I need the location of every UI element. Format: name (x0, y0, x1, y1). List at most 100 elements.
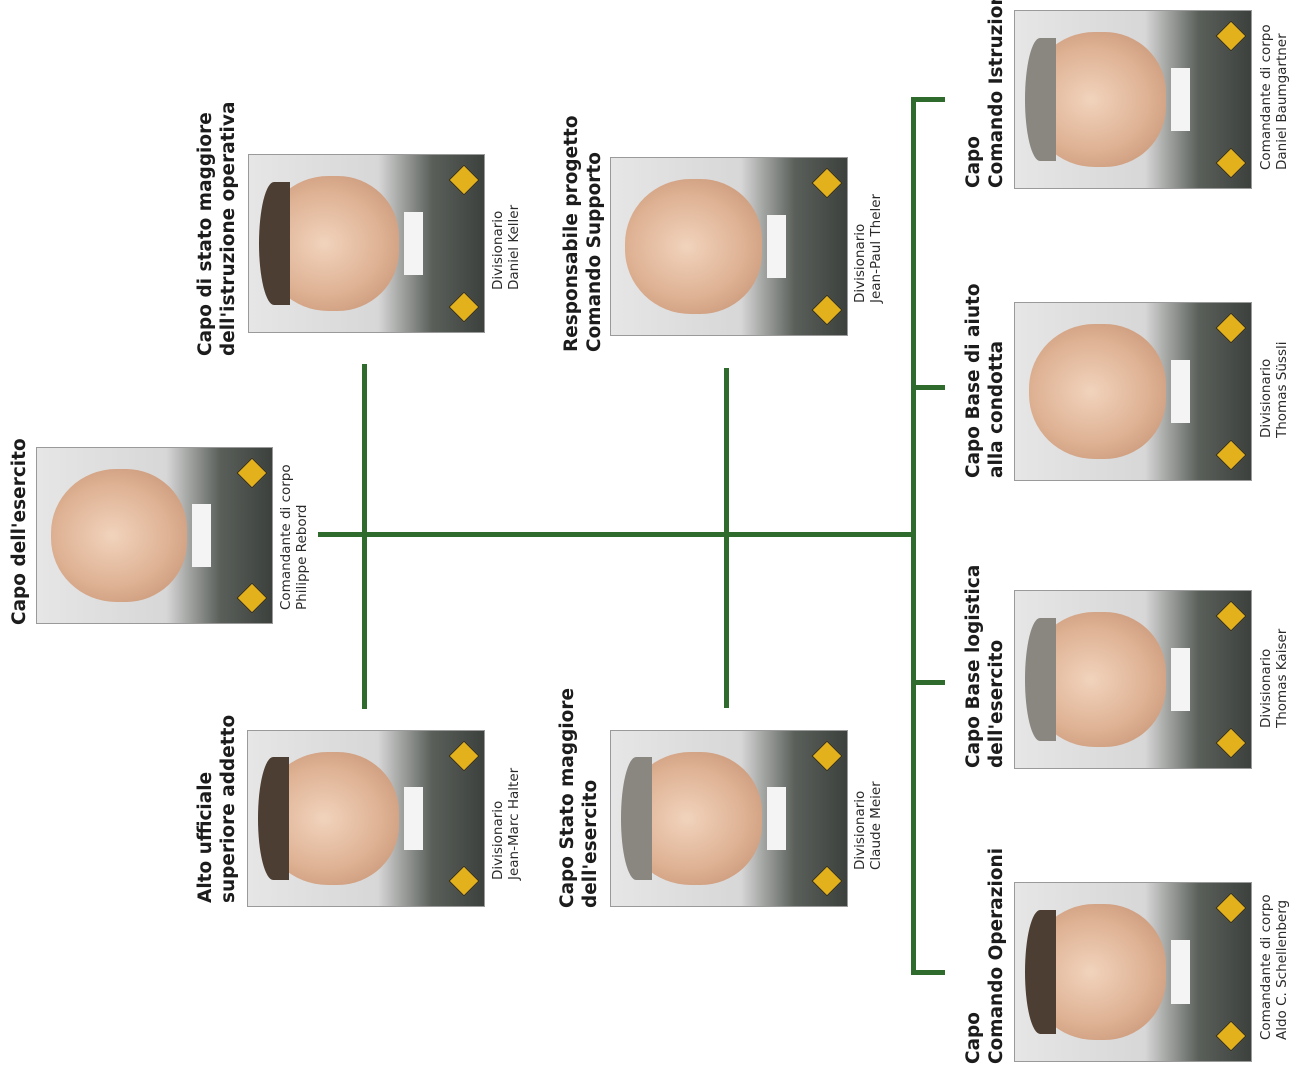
command-2-collar (1170, 359, 1190, 424)
staff-top-2-insignia-icon (811, 294, 843, 326)
command-3-insignia-icon (1215, 727, 1247, 759)
command-branch-1 (911, 97, 945, 102)
staff-bottom-2-rank: Divisionario (852, 790, 868, 870)
command-branch-2 (911, 385, 945, 390)
command-1-rank: Comandante di corpo (1258, 24, 1274, 170)
command-1-collar (1170, 67, 1190, 132)
chief-collar (192, 504, 211, 567)
command-4-role-line: Capo (963, 1011, 984, 1064)
staff-bottom-2-role-line: dell'esercito (580, 779, 601, 908)
staff-bottom-1-rank: Divisionario (490, 800, 506, 880)
staff-bottom-1-role-line: superiore addetto (218, 714, 239, 903)
chief-insignia-icon (236, 582, 268, 614)
chief-name: Philippe Rebord (294, 504, 310, 610)
staff-bottom-1-insignia-icon (448, 865, 480, 897)
staff-bottom-1-name: Jean-Marc Halter (506, 767, 522, 880)
staff-top-1-hair (259, 181, 290, 306)
staff-top-2-insignia-icon (811, 167, 843, 199)
command-4-role-line: Comando Operazioni (986, 847, 1007, 1064)
command-1-role-line: Comando Istruzione (986, 0, 1007, 188)
command-3-role-line: dell'esercito (986, 639, 1007, 768)
staff-top-1-rank: Divisionario (490, 210, 506, 290)
command-2-face (1029, 324, 1166, 459)
chief-face (51, 469, 188, 602)
command-4-insignia-icon (1215, 892, 1247, 924)
staff-bottom-1-insignia-icon (448, 740, 480, 772)
command-3-insignia-icon (1215, 600, 1247, 632)
command-3-name: Thomas Kaiser (1274, 628, 1290, 728)
staff-top-1-collar (404, 211, 423, 276)
staff-bottom-2-photo (610, 730, 848, 907)
command-2-role-line: Capo Base di aiuto (963, 283, 984, 478)
command-branch-4 (911, 970, 945, 975)
command-4-name: Aldo C. Schellenberg (1274, 899, 1290, 1040)
staff-bottom-2-collar (766, 787, 786, 850)
staff-bottom-2-insignia-icon (811, 865, 843, 897)
command-3-collar (1170, 647, 1190, 712)
command-3-rank: Divisionario (1258, 648, 1274, 728)
staff-left-vertical-line (362, 364, 367, 709)
command-1-photo (1014, 10, 1252, 189)
staff-top-1-name: Daniel Keller (506, 204, 522, 290)
staff-top-2-role-line: Responsabile progetto (561, 115, 582, 352)
command-1-insignia-icon (1215, 20, 1247, 52)
main-horizontal-line (318, 532, 914, 537)
staff-top-1-insignia-icon (448, 291, 480, 323)
command-1-insignia-icon (1215, 147, 1247, 179)
chief-photo (36, 447, 273, 624)
staff-top-1-photo (248, 154, 485, 333)
staff-top-2-face (625, 179, 762, 314)
command-2-role-line: alla condotta (986, 340, 1007, 478)
staff-top-2-collar (766, 214, 786, 279)
staff-top-1-insignia-icon (448, 164, 480, 196)
command-branch-3 (911, 680, 945, 685)
command-4-collar (1170, 939, 1190, 1005)
staff-bottom-2-insignia-icon (811, 740, 843, 772)
command-4-rank: Comandante di corpo (1258, 894, 1274, 1040)
staff-top-1-role-line: Capo di stato maggiore (195, 112, 216, 356)
staff-bottom-1-hair (258, 757, 289, 880)
command-3-hair (1025, 617, 1056, 742)
command-2-rank: Divisionario (1258, 358, 1274, 438)
staff-top-2-role-line: Comando Supporto (584, 152, 605, 352)
staff-bottom-1-photo (247, 730, 485, 907)
commands-vertical-line (911, 97, 916, 975)
command-1-hair (1025, 37, 1056, 162)
chief-role: Capo dell'esercito (8, 438, 31, 625)
command-2-name: Thomas Süssli (1274, 341, 1290, 438)
command-1-name: Daniel Baumgartner (1274, 33, 1290, 170)
staff-top-1-role-line: dell'istruzione operativa (218, 101, 239, 356)
chief-insignia-icon (236, 457, 268, 489)
command-4-insignia-icon (1215, 1020, 1247, 1052)
command-2-photo (1014, 302, 1252, 481)
staff-right-vertical-line (724, 368, 729, 708)
staff-bottom-1-collar (403, 787, 423, 850)
command-2-insignia-icon (1215, 439, 1247, 471)
chief-role-line: Capo dell'esercito (9, 438, 30, 625)
command-4-hair (1025, 909, 1056, 1035)
staff-top-2-photo (610, 157, 848, 336)
chief-rank: Comandante di corpo (278, 464, 294, 610)
staff-bottom-2-hair (621, 757, 652, 880)
staff-bottom-2-role-line: Capo Stato maggiore (557, 687, 578, 908)
command-1-role-line: Capo (963, 135, 984, 188)
command-3-role-line: Capo Base logistica (963, 564, 984, 768)
staff-bottom-2-name: Claude Meier (868, 781, 884, 870)
command-4-photo (1014, 882, 1252, 1062)
